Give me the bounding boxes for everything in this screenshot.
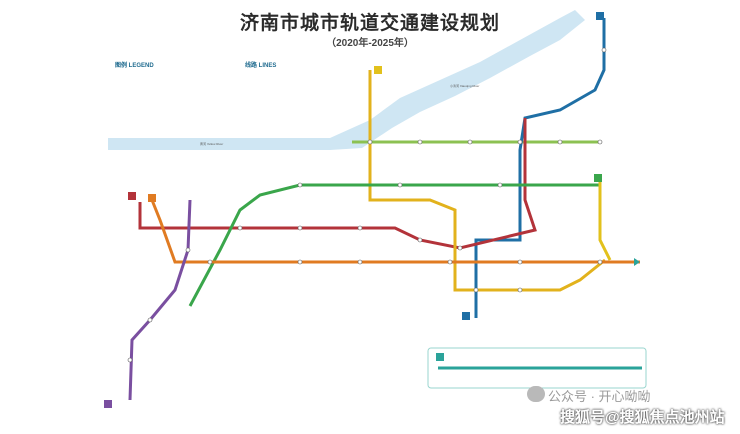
xiaoqing-river-label: 小清河 Xiaoqing River bbox=[450, 84, 480, 88]
legend-heading: 图例 LEGEND bbox=[115, 63, 154, 69]
watermark-public-account: 公众号 · 开心呦呦 bbox=[548, 389, 651, 404]
watermark-sohu: 搜狐号@搜狐焦点池州站 bbox=[560, 409, 725, 426]
wechat-icon bbox=[527, 386, 545, 402]
map-subtitle: （2020年-2025年） bbox=[326, 38, 414, 49]
lines-heading: 线路 LINES bbox=[245, 63, 277, 69]
yellow-river-label: 黄河 Yellow River bbox=[200, 142, 224, 146]
map-title: 济南市城市轨道交通建设规划 bbox=[239, 13, 500, 34]
